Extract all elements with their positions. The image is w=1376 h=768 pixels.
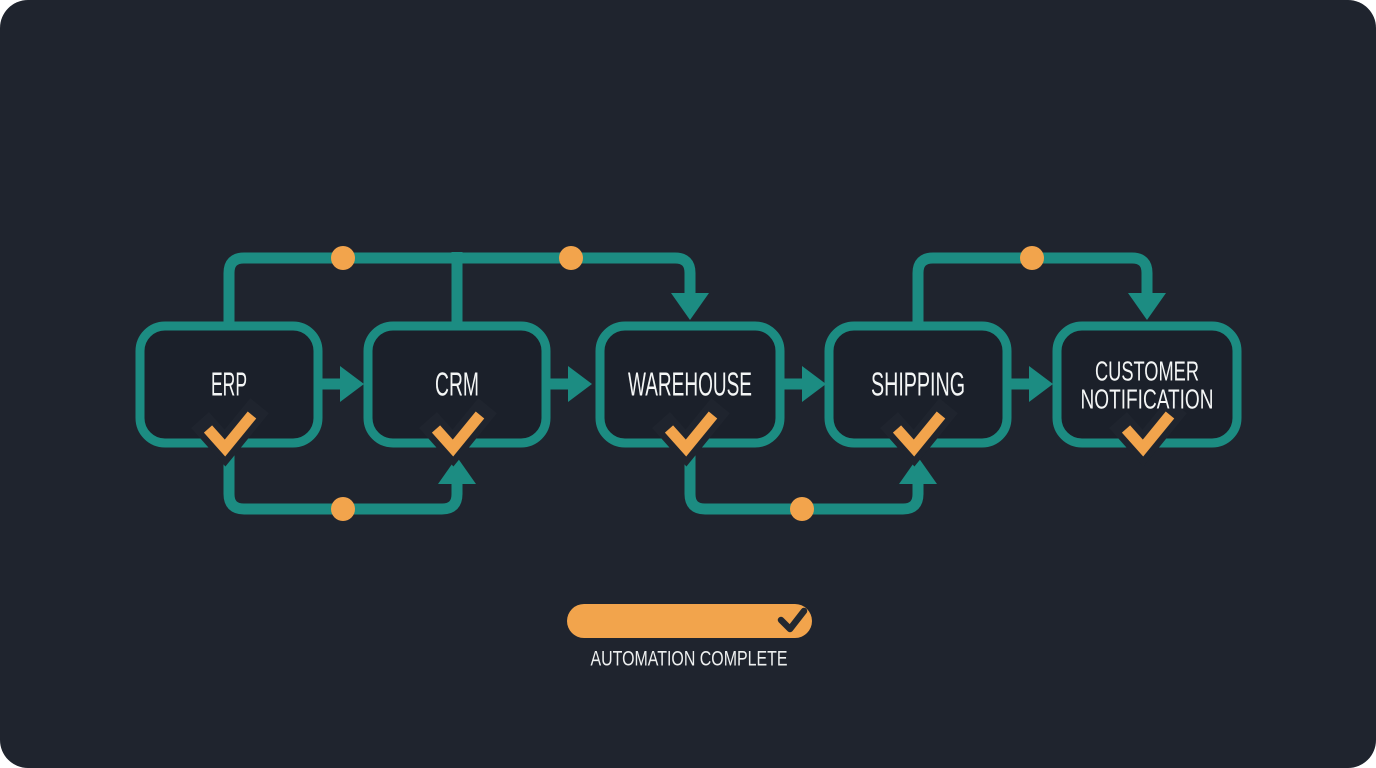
connector-dot-icon [1020,246,1044,270]
node-label-warehouse: WAREHOUSE [628,366,752,403]
arrowhead-up-crm-icon [438,457,476,484]
checkmark-icon [191,398,269,467]
arrowhead-up-shipping-icon [899,457,937,484]
arrowhead-down-notification-icon [1128,293,1166,320]
connector-dot-icon [331,497,355,521]
top-connector-left [223,252,709,326]
arrow-shipping-to-notification-icon [1009,366,1053,402]
node-label-customer: CUSTOMER [1095,356,1199,387]
node-label-erp: ERP [211,366,247,403]
node-label-notification: NOTIFICATION [1081,384,1214,415]
node-status-checks [191,398,1187,467]
flow-nodes [135,321,1242,448]
status-label: AUTOMATION COMPLETE [591,648,788,671]
checkmark-icon [1109,398,1187,467]
connector-dot-icon [790,497,814,521]
checkmark-icon [652,398,730,467]
connector-dot-icon [331,246,355,270]
connector-markers [331,246,1044,521]
arrow-crm-to-warehouse-icon [548,366,592,402]
arrow-erp-to-crm-icon [320,366,364,402]
arrowhead-down-warehouse-icon [671,293,709,320]
mid-arrows [320,366,1053,402]
checkmark-icon [777,607,808,633]
status-bar: AUTOMATION COMPLETE [567,604,812,671]
node-labels: ERP CRM WAREHOUSE SHIPPING CUSTOMER NOTI… [211,356,1214,415]
progress-pill [567,604,812,638]
connector-dot-icon [559,246,583,270]
checkmark-icon [880,398,958,467]
arrow-warehouse-to-shipping-icon [782,366,826,402]
node-label-crm: CRM [435,366,479,403]
node-label-shipping: SHIPPING [871,366,965,403]
checkmark-icon [419,398,497,467]
